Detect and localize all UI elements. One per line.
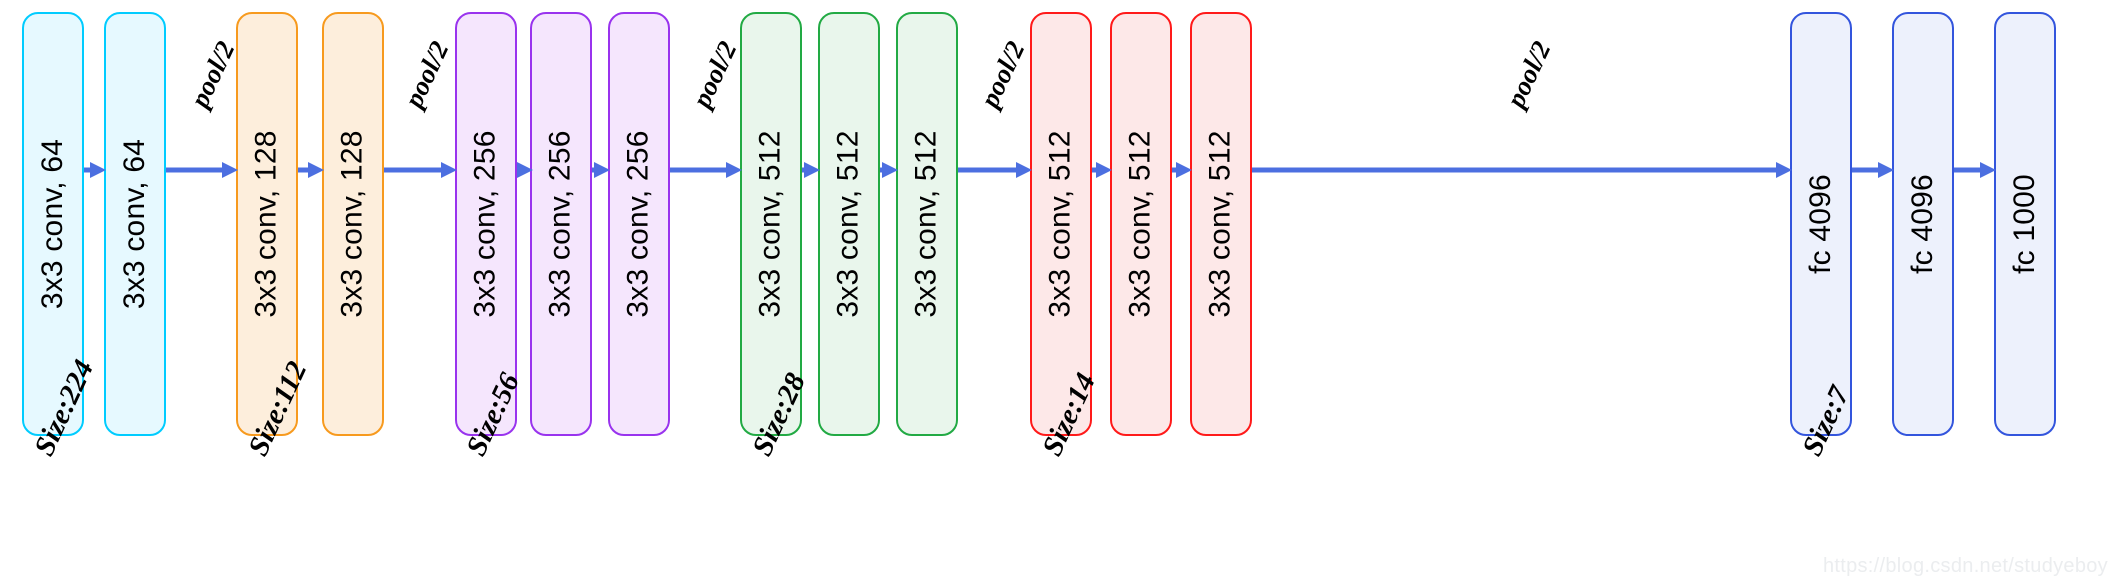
layer-block: 3x3 conv, 256 [608,12,670,436]
layer-block-label: 3x3 conv, 128 [336,130,370,318]
flow-arrow [670,161,742,179]
layer-block: 3x3 conv, 128 [322,12,384,436]
pool-label-text: pool/2 [686,36,743,112]
pool-label-text: pool/2 [1500,36,1557,112]
layer-block-label: fc 4096 [1906,174,1939,274]
layer-block: 3x3 conv, 512 [818,12,880,436]
layer-block-label: 3x3 conv, 64 [118,138,152,310]
layer-block-label: 3x3 conv, 512 [832,130,866,318]
layer-block-label: fc 4096 [1804,174,1837,274]
layer-block: 3x3 conv, 512 [1030,12,1092,436]
flow-arrow [1954,161,1996,179]
flow-arrow [958,161,1032,179]
layer-block: 3x3 conv, 512 [1110,12,1172,436]
flow-arrow [1092,161,1112,179]
layer-block: fc 4096 [1892,12,1954,436]
layer-block-label: 3x3 conv, 512 [910,130,944,318]
layer-block: 3x3 conv, 512 [896,12,958,436]
layer-block-label: 3x3 conv, 512 [754,130,788,318]
layer-block: 3x3 conv, 256 [530,12,592,436]
flow-arrow [84,161,106,179]
layer-block-label: 3x3 conv, 512 [1124,130,1158,318]
flow-arrow [298,161,324,179]
layer-block: 3x3 conv, 512 [1190,12,1252,436]
flow-arrow [1172,161,1192,179]
layer-block: 3x3 conv, 512 [740,12,802,436]
pool-label-text: pool/2 [184,36,241,112]
layer-block-label: fc 1000 [2008,174,2041,274]
layer-block: 3x3 conv, 256 [455,12,517,436]
layer-block: fc 4096 [1790,12,1852,436]
layer-block: 3x3 conv, 64 [104,12,166,436]
flow-arrow [384,161,457,179]
pool-label-text: pool/2 [974,36,1031,112]
layer-block-label: 3x3 conv, 64 [36,138,70,310]
layer-block-label: 3x3 conv, 512 [1044,130,1078,318]
pool-label-text: pool/2 [398,36,455,112]
flow-arrow [166,161,238,179]
layer-block: fc 1000 [1994,12,2056,436]
layer-block-label: 3x3 conv, 128 [250,130,284,318]
layer-block: 3x3 conv, 128 [236,12,298,436]
flow-arrow [1252,161,1792,179]
layer-block-label: 3x3 conv, 256 [469,130,503,318]
layer-block-label: 3x3 conv, 256 [544,130,578,318]
layer-block-label: 3x3 conv, 512 [1204,130,1238,318]
layer-block: 3x3 conv, 64 [22,12,84,436]
watermark: https://blog.csdn.net/studyeboy [1822,555,2108,577]
flow-arrow [1852,161,1894,179]
layer-block-label: 3x3 conv, 256 [622,130,656,318]
